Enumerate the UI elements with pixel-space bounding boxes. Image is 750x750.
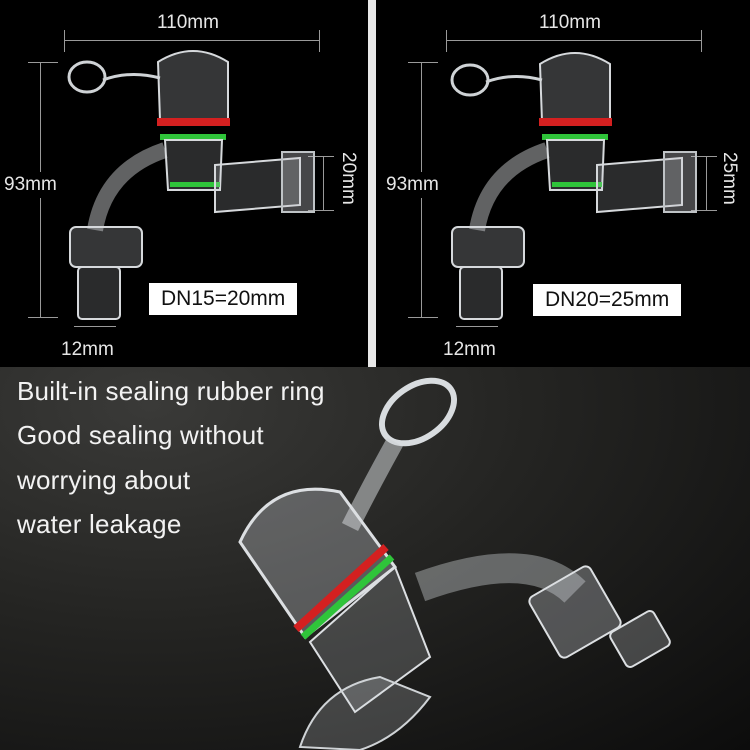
- product-panel-dn20: 110mm 93mm 25mm 12mm DN20=25mm: [376, 0, 750, 367]
- faucet-image: [67, 50, 315, 320]
- feature-line-3: worrying about: [17, 465, 191, 495]
- inlet-label: 20mm: [338, 152, 359, 205]
- height-label: 93mm: [4, 172, 57, 198]
- width-dimension-line: [64, 40, 319, 41]
- outlet-label: 12mm: [443, 339, 496, 360]
- width-label: 110mm: [157, 12, 219, 33]
- inlet-label: 25mm: [719, 152, 740, 205]
- width-label: 110mm: [539, 12, 601, 33]
- feature-line-1: Built-in sealing rubber ring: [17, 376, 325, 406]
- size-label: DN15=20mm: [149, 283, 298, 315]
- feature-section: Built-in sealing rubber ring Good sealin…: [0, 367, 750, 750]
- outlet-label: 12mm: [61, 339, 114, 360]
- product-panel-dn15: 110mm 93mm 20mm 12mm DN15=20mm: [0, 0, 368, 367]
- faucet-image: [450, 52, 697, 320]
- feature-line-2: Good sealing without: [17, 420, 264, 450]
- size-label: DN20=25mm: [533, 284, 682, 316]
- faucet-closeup-image: [238, 377, 671, 750]
- height-label: 93mm: [386, 172, 439, 198]
- panel-divider: [368, 0, 376, 367]
- feature-line-4: water leakage: [17, 509, 182, 539]
